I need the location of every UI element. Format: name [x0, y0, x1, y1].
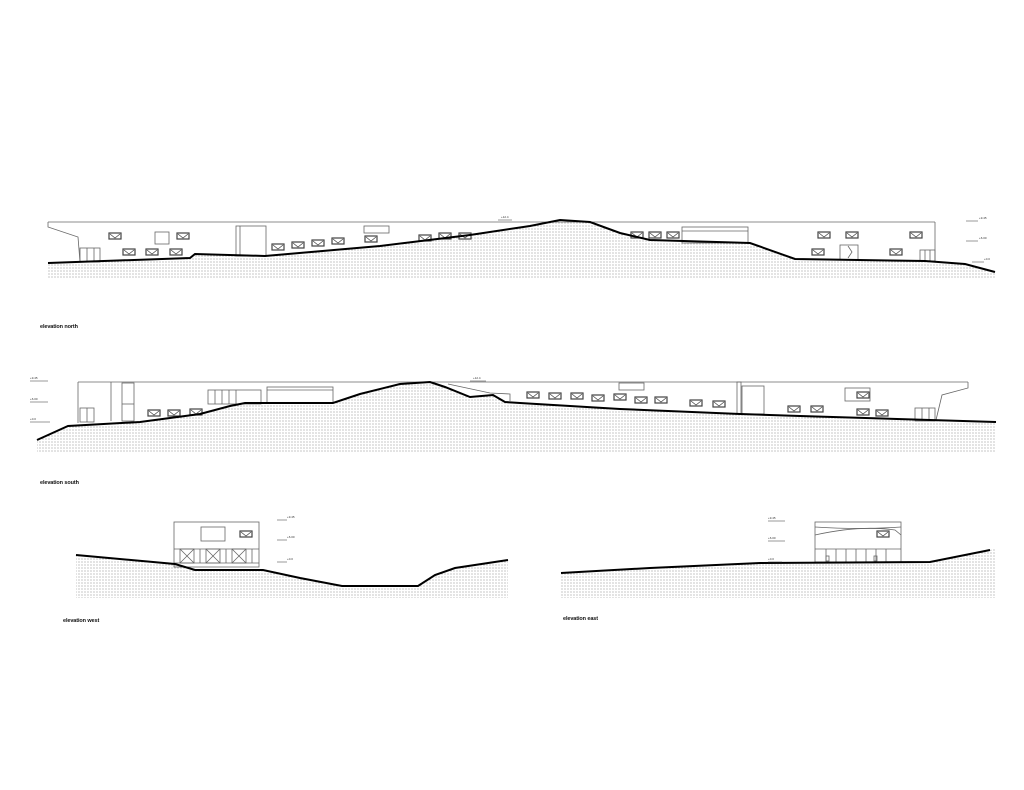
- svg-text:+12.4: +12.4: [473, 376, 481, 380]
- ground-fill: [37, 382, 996, 452]
- svg-text:+9.45: +9.45: [979, 216, 987, 220]
- ground-line: [47, 218, 996, 273]
- elevation-north: +9.45 +6.00 +0.0 +12.4: [47, 215, 996, 278]
- ground-line: [560, 549, 991, 574]
- ground-line: [75, 554, 509, 587]
- windows: [876, 530, 890, 538]
- level-markers: +9.45 +6.00 +0.0: [768, 516, 785, 563]
- label-elevation-south: elevation south: [40, 480, 79, 486]
- level-markers: +9.45 +6.00 +0.0 +12.4: [498, 215, 990, 263]
- svg-text:+0.0: +0.0: [287, 557, 293, 561]
- svg-text:+0.0: +0.0: [30, 417, 36, 421]
- svg-text:+6.00: +6.00: [30, 397, 38, 401]
- svg-text:+12.4: +12.4: [501, 215, 509, 219]
- label-elevation-east: elevation east: [563, 616, 598, 622]
- label-elevation-west: elevation west: [63, 618, 100, 624]
- svg-text:+6.00: +6.00: [979, 236, 987, 240]
- building-outline: [77, 381, 969, 423]
- svg-text:+0.0: +0.0: [768, 557, 774, 561]
- svg-text:+6.00: +6.00: [768, 536, 776, 540]
- building-outline: [814, 521, 902, 563]
- svg-text:+6.00: +6.00: [287, 535, 295, 539]
- elevation-west: +9.45 +6.00 +0.0: [75, 515, 509, 598]
- level-markers: +9.45 +6.00 +0.0: [277, 515, 295, 563]
- svg-text:+9.45: +9.45: [768, 516, 776, 520]
- label-elevation-north: elevation north: [40, 324, 78, 330]
- ground-fill: [561, 549, 996, 598]
- svg-text:+9.45: +9.45: [287, 515, 295, 519]
- building-outline: [47, 221, 936, 263]
- ground-fill: [48, 220, 995, 278]
- svg-text:+0.0: +0.0: [984, 257, 990, 261]
- elevation-east: +9.45 +6.00 +0.0: [560, 516, 996, 598]
- ground-line: [36, 380, 997, 441]
- elevation-south: +9.45 +6.00 +0.0 +12.4: [30, 376, 997, 452]
- level-markers: +9.45 +6.00 +0.0 +12.4: [30, 376, 486, 423]
- windows: [239, 530, 253, 538]
- building-outline: [173, 521, 260, 568]
- svg-text:+9.45: +9.45: [30, 376, 38, 380]
